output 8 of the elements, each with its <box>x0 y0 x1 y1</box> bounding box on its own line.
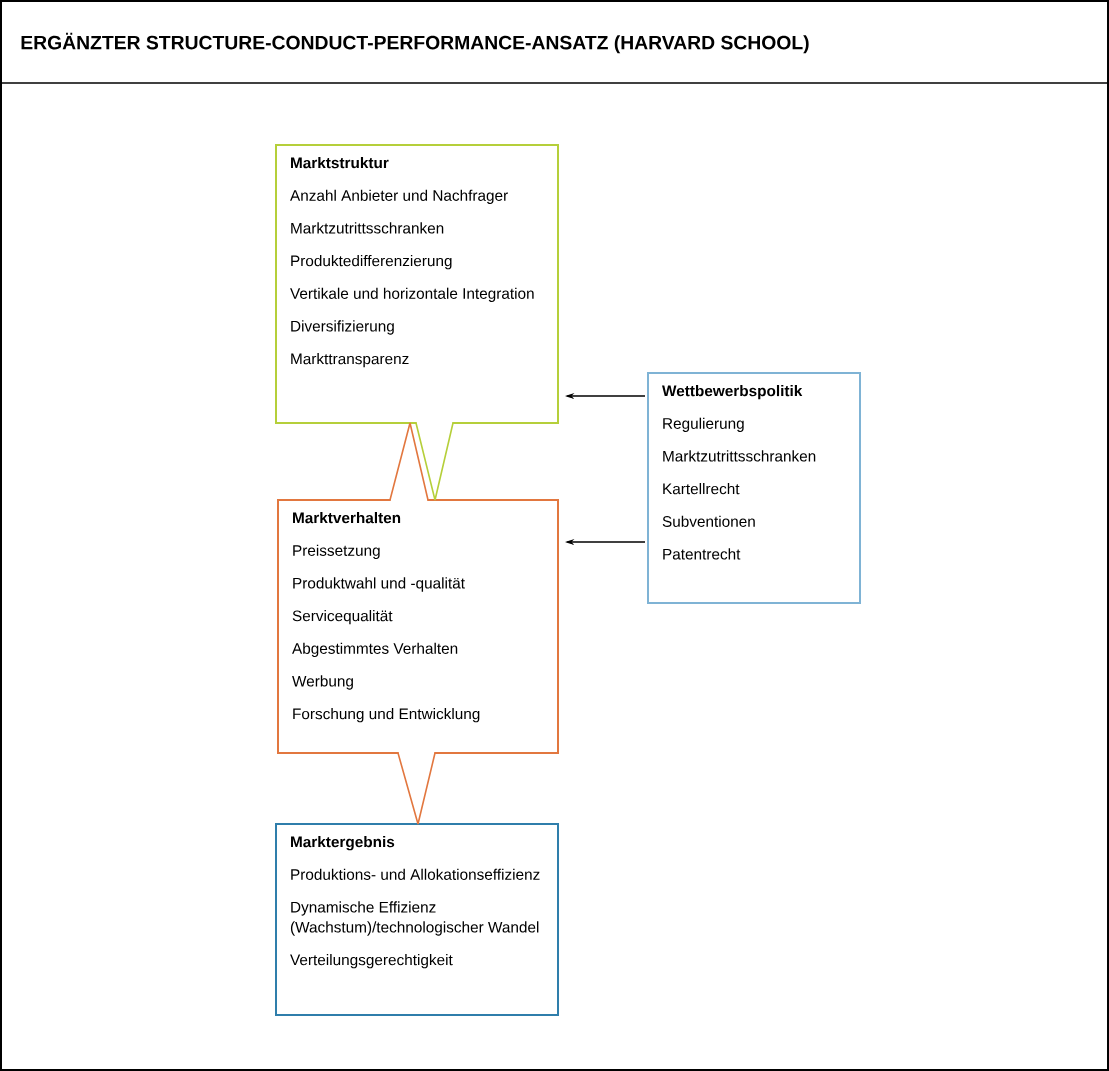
callout-pointer <box>397 752 436 825</box>
callout-box: Marktstruktur Anzahl Anbieter und Nachfrager Marktzutrittsschranken Produktedifferenzierung Vertikale und horizontale Integration Diversifizierung Markttransparenz <box>275 144 559 425</box>
callout-box: Marktverhalten Preissetzung Produktwahl und -qualität Servicequalität Abgestimmtes Verhalten Werbung Forschung und Entwicklung <box>277 498 559 755</box>
title: ERGÄNZTER STRUCTURE-CONDUCT-PERFORMANCE-ANSATZ (HARVARD SCHOOL) <box>21 32 809 54</box>
text-box: Marktergebnis Produktions- und Allokationseffizienz Dynamische Effizienz (Wachstum)/technologischer Wandel Verteilungsgerechtigkeit <box>275 823 559 1016</box>
callout-pointer <box>389 422 429 501</box>
text-box: Wettbewerbspolitik Regulierung Marktzutrittsschranken Kartellrecht Subventionen Patentrecht <box>647 372 861 604</box>
callout-pointer <box>415 422 454 501</box>
